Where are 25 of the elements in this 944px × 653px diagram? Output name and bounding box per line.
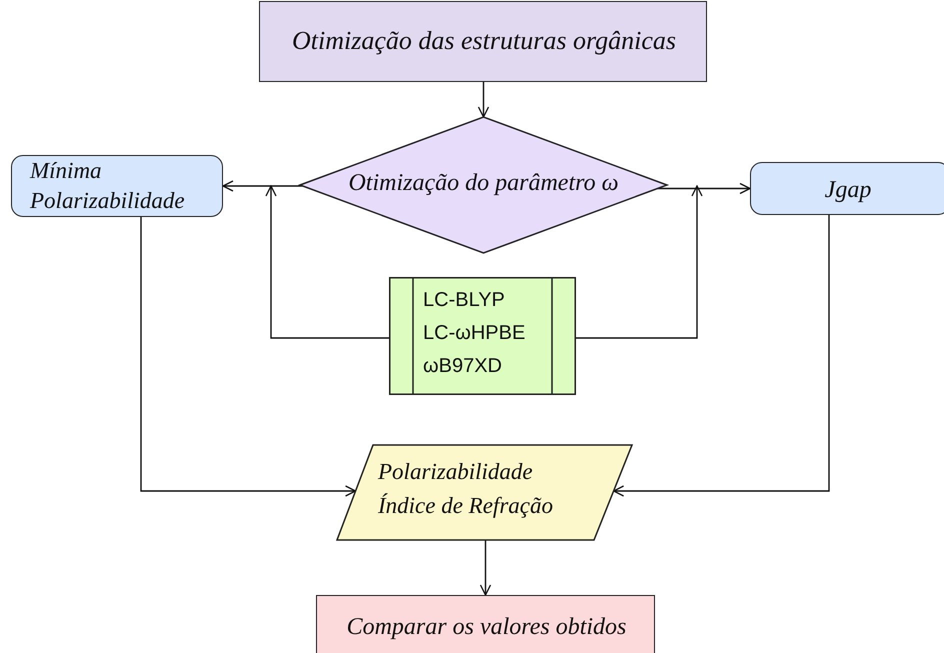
arrow xyxy=(576,185,703,339)
decision-diamond xyxy=(300,117,667,253)
process-box xyxy=(750,162,944,215)
process-box xyxy=(11,155,223,217)
arrow xyxy=(612,215,830,497)
node-label: ωB97XD xyxy=(423,354,502,379)
arrow xyxy=(265,185,389,339)
arrow xyxy=(222,180,303,192)
arrow xyxy=(478,82,490,118)
process-box xyxy=(316,595,655,653)
node-label: Jgap xyxy=(824,176,872,205)
node-label: LC-BLYP xyxy=(423,288,505,313)
node-label: Polarizabilidade xyxy=(378,458,533,486)
node-label: Índice de Refração xyxy=(378,492,553,520)
data-parallelogram xyxy=(337,445,632,540)
arrow xyxy=(480,540,492,596)
node-label: Otimização do parâmetro ω xyxy=(347,169,620,198)
arrow xyxy=(658,182,751,194)
node-label: LC-ωHPBE xyxy=(423,321,526,346)
node-label: Comparar os valores obtidos xyxy=(346,613,628,642)
arrow xyxy=(140,217,356,497)
node-label: Mínima Polarizabilidade xyxy=(30,157,186,215)
process-box xyxy=(259,1,707,82)
node-label: Otimização das estruturas orgânicas xyxy=(291,25,677,57)
predefined-process-box xyxy=(389,277,576,395)
